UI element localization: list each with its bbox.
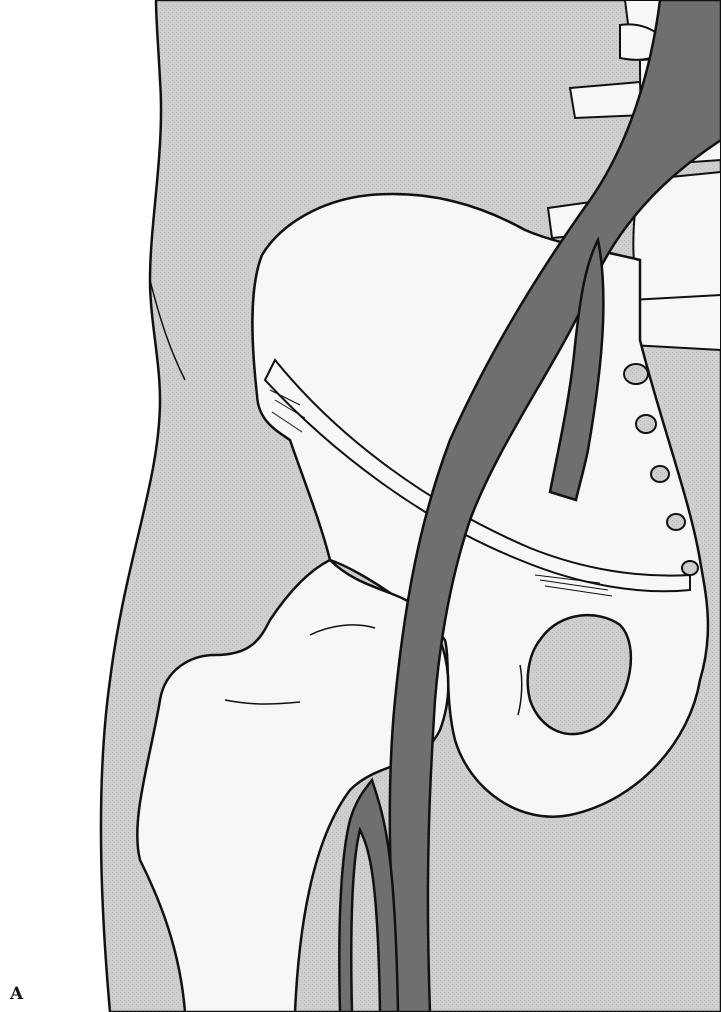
panel-label: A [10,984,23,1004]
